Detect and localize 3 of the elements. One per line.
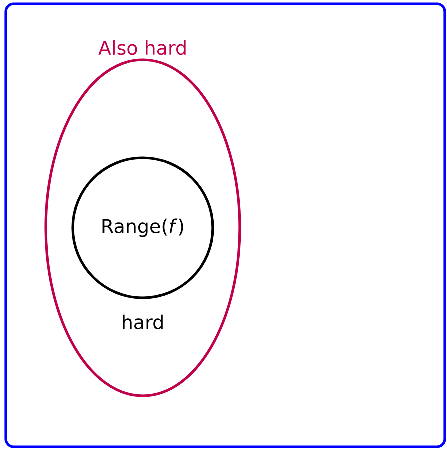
frame-box xyxy=(4,2,446,448)
node-label: Also hard xyxy=(98,40,186,56)
circle-caption: hard xyxy=(123,314,163,330)
